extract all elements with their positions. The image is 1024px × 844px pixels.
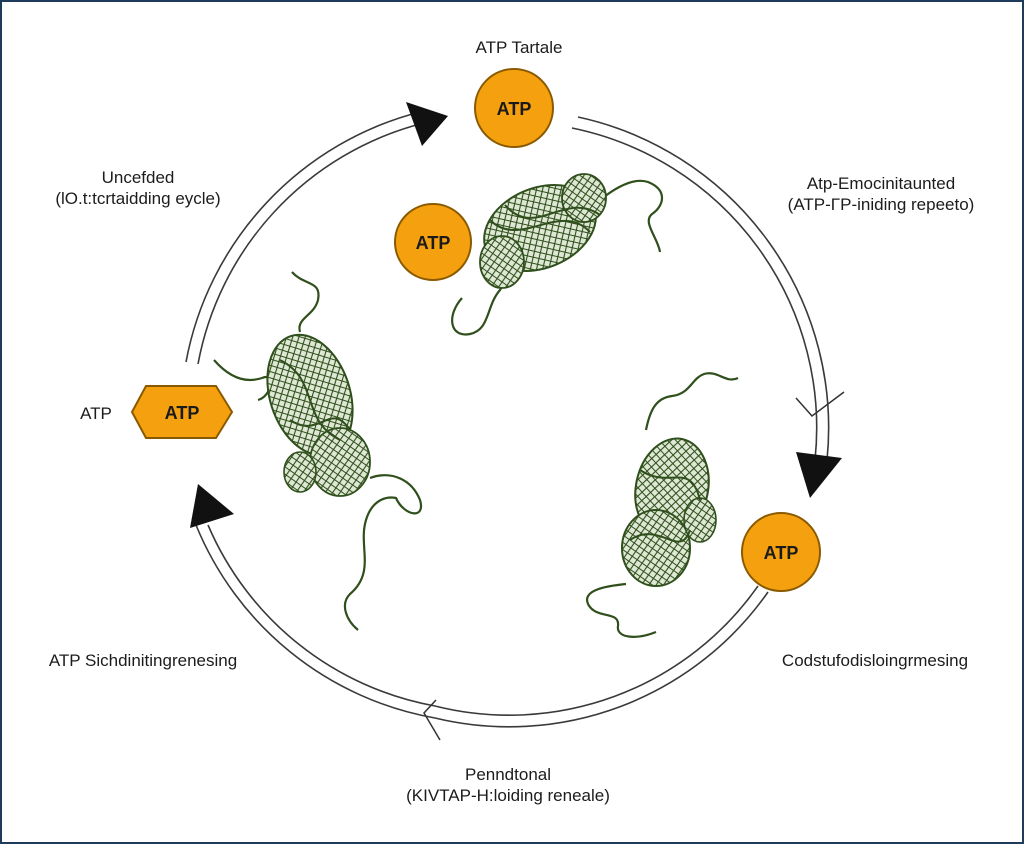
stage-label-upper-left-line-1: Uncefded [101,168,175,187]
protein-ribbon-icon [451,173,664,336]
stage-label-lower-right: Codstufodisloingrmesing [744,650,1006,671]
atp-node-upper-protein: ATP [416,233,451,253]
atp-hexagon-icon: ATP [130,385,234,439]
stage-label-bottom-line-1: Penndtonal [464,765,552,784]
stage-label-lower-left-line-1: ATP Sichdinitingrenesing [48,651,238,670]
stage-label-upper-left: Uncefded (lO.t:tcrtaidding eycle) [18,167,258,209]
atp-node-right: ATP [764,543,799,563]
atp-circle-icon: ATP [474,68,554,148]
stage-label-left: ATP [70,403,122,424]
atp-node-top: ATP [497,99,532,119]
ring-arc-top-right [571,116,830,461]
protein-ribbon-icon [213,271,423,631]
stage-label-lower-left: ATP Sichdinitingrenesing [18,650,268,671]
stage-label-upper-right: Atp-Emocinitaunted (ATP-ΓP-iniding repee… [760,173,1002,215]
stage-label-top: ATP Tartale [444,37,594,58]
atp-node-left: ATP [165,403,200,423]
atp-circle-icon: ATP [741,512,821,592]
cycle-ring [185,111,830,728]
stage-label-bottom: Penndtonal (KIVTAP-H:loiding reneale) [368,764,648,806]
stage-label-top-line-1: ATP Tartale [475,38,563,57]
protein-ribbon-icon [586,372,739,638]
arrow-head-icon [796,452,842,498]
arrow-head-icon [406,102,448,146]
stage-label-lower-right-line-1: Codstufodisloingrmesing [781,651,969,670]
ring-arc-top-left [185,111,421,365]
ring-arc-bottom-right [434,585,769,728]
stage-label-upper-right-line-2: (ATP-ΓP-iniding repeeto) [787,195,975,214]
stage-label-upper-right-line-1: Atp-Emocinitaunted [806,174,956,193]
atp-circle-icon: ATP [394,203,472,281]
stage-label-left-line-1: ATP [80,404,112,423]
ring-arc-bottom-left [195,524,436,719]
stage-label-upper-left-line-2: (lO.t:tcrtaidding eycle) [55,189,221,208]
stage-label-bottom-line-2: (KIVTAP-H:loiding reneale) [406,786,610,805]
arrow-head-icon [190,484,234,528]
chevron-icon [423,391,845,741]
